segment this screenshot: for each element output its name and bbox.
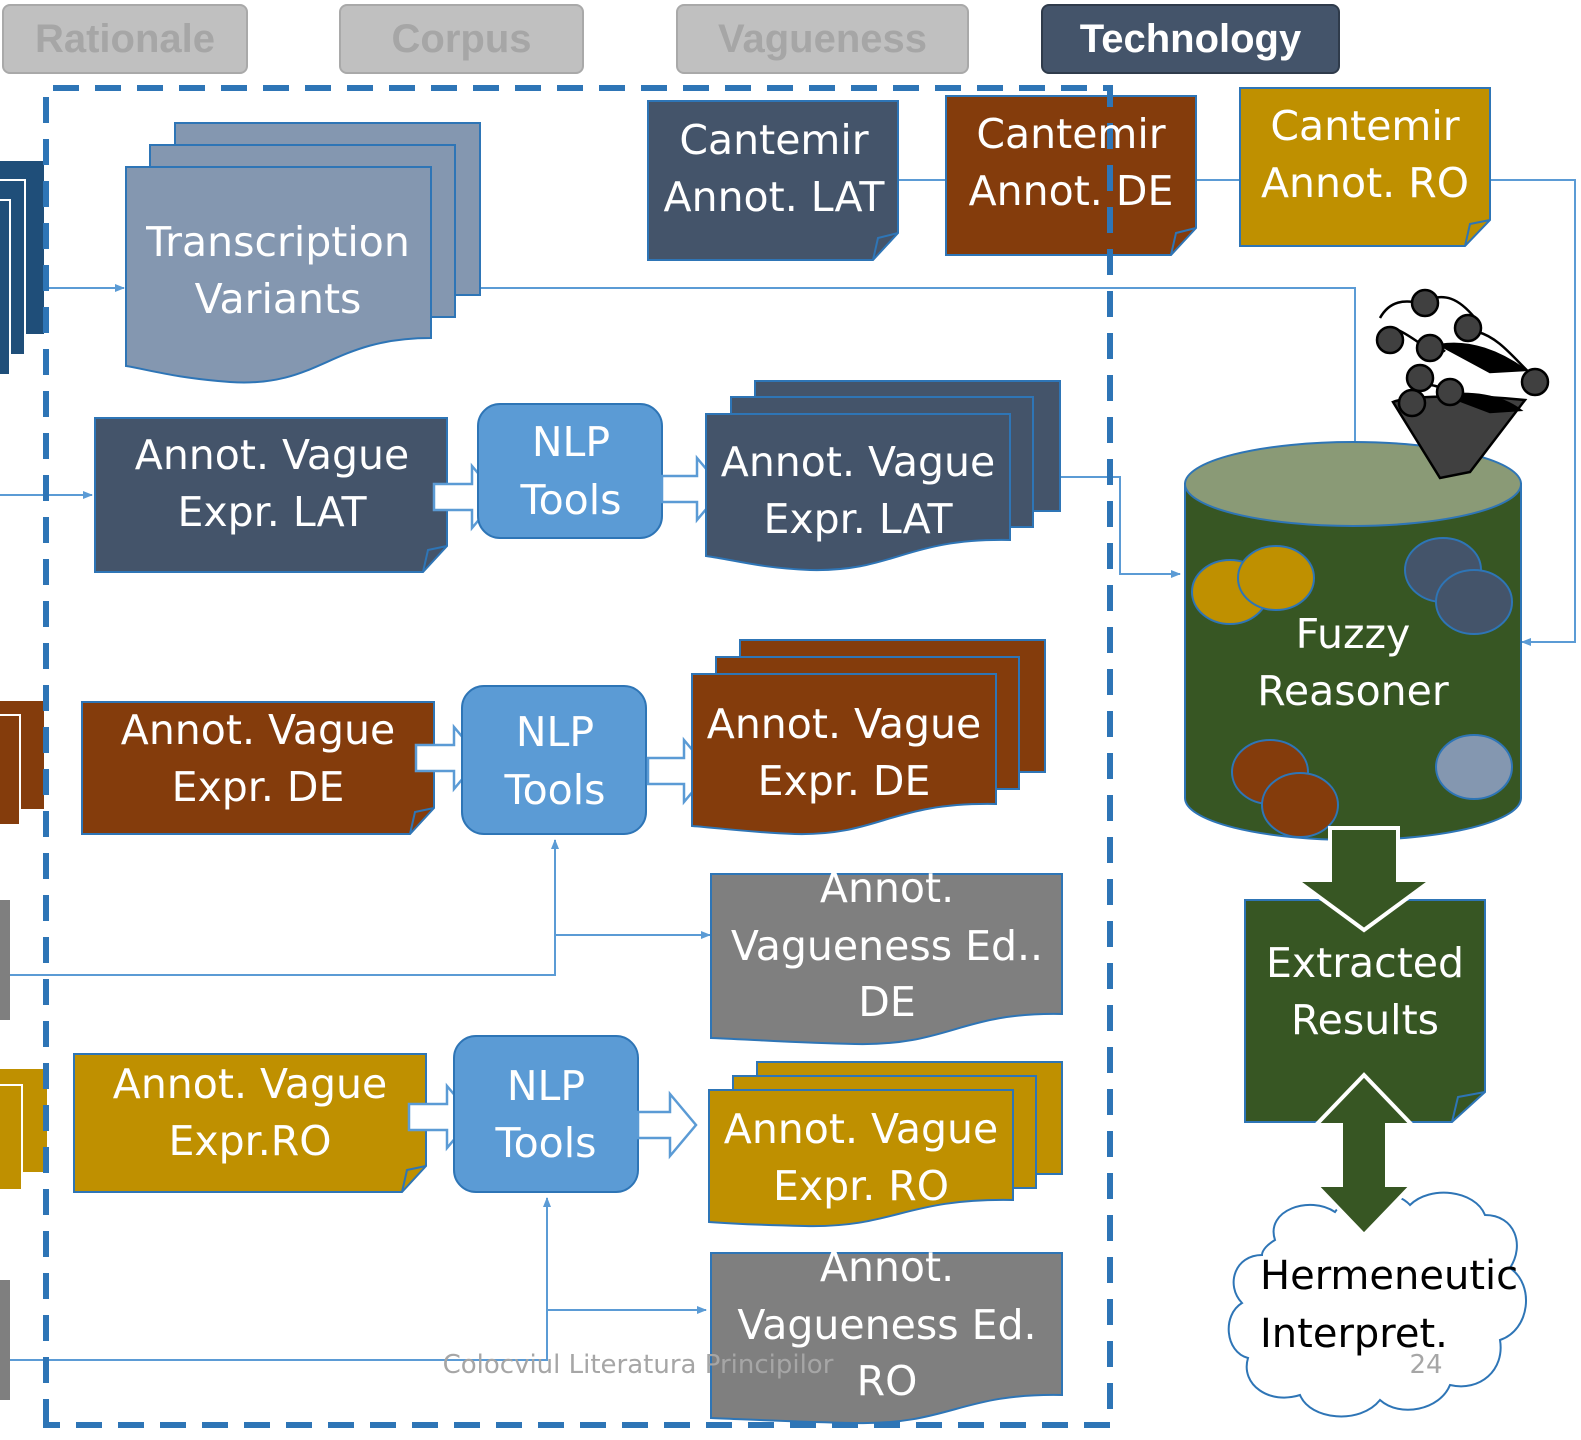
offscreen-gray-block-ro (0, 1280, 10, 1400)
vagueness-ed-de-label-2: Vagueness Ed.. (731, 922, 1043, 970)
offscreen-source-stack-brown (0, 699, 46, 826)
annot-lat-out-label-2: Expr. LAT (763, 495, 953, 543)
cantemir-de-label-1: Cantemir (976, 110, 1165, 158)
hermeneutic-cloud (1227, 1191, 1527, 1418)
annot-de-out-label-2: Expr. DE (758, 757, 931, 805)
annot-vague-de-output-stack (691, 639, 1046, 836)
annot-vague-lat-input-note (94, 417, 448, 573)
nlp-lat-label-2: Tools (520, 476, 622, 524)
connector-de-editor-to-nlp (10, 839, 559, 976)
annot-vague-ro-input-note (73, 1053, 427, 1193)
fuzzy-reasoner-label-1: Fuzzy (1296, 610, 1411, 658)
fuzzy-set-circles (1191, 537, 1513, 838)
nlp-de-label-1: NLP (516, 708, 594, 756)
connector-lat-output-to-reasoner (1060, 476, 1181, 578)
nlp-tools-de-box[interactable] (461, 685, 647, 835)
tab-vagueness[interactable]: Vagueness (676, 4, 969, 74)
annot-ro-in-label-1: Annot. Vague (113, 1060, 387, 1108)
nlp-ro-label-2: Tools (495, 1119, 597, 1167)
cantemir-ro-label-2: Annot. RO (1261, 159, 1469, 207)
vagueness-ed-ro-label-3: RO (857, 1357, 918, 1405)
connector-ro-editor-to-nlp (10, 1197, 551, 1361)
vagueness-ed-ro-label-2: Vagueness Ed. (737, 1301, 1036, 1349)
footer-text: Colocviul Literatura Principilor (443, 1350, 834, 1380)
cantemir-lat-label-2: Annot. LAT (664, 173, 886, 221)
nlp-ro-label-1: NLP (507, 1062, 585, 1110)
annot-vague-ro-output-stack (708, 1061, 1063, 1228)
hermeneutic-label-2: Interpret. (1260, 1311, 1448, 1357)
annot-lat-in-label-2: Expr. LAT (177, 488, 367, 536)
vagueness-ed-de-label-3: DE (858, 978, 915, 1026)
annot-vague-lat-output-stack (705, 380, 1061, 572)
annot-de-in-label-1: Annot. Vague (121, 706, 395, 754)
vagueness-ed-ro-label-1: Annot. (820, 1243, 954, 1291)
tab-rationale[interactable]: Rationale (2, 4, 248, 74)
vagueness-ed-de-label-1: Annot. (820, 864, 954, 912)
down-arrow-reasoner-to-results (1289, 826, 1439, 933)
tab-corpus[interactable]: Corpus (339, 4, 584, 74)
vagueness-editor-de-doc (710, 873, 1063, 1046)
reasoner-funnel-icon (1375, 288, 1550, 480)
nlp-tools-ro-box[interactable] (453, 1035, 639, 1193)
annot-ro-out-label-1: Annot. Vague (724, 1105, 998, 1153)
transcription-label-1: Transcription (145, 218, 410, 266)
cantemir-lat-label-1: Cantemir (679, 116, 868, 164)
annot-ro-out-label-2: Expr. RO (773, 1162, 949, 1210)
annot-de-in-label-2: Expr. DE (172, 763, 345, 811)
annot-lat-in-label-1: Annot. Vague (135, 431, 409, 479)
connector-transcription-to-reasoner (478, 287, 1359, 475)
annot-de-out-label-1: Annot. Vague (707, 700, 981, 748)
offscreen-gray-block-de (0, 900, 10, 1020)
vagueness-editor-ro-doc (710, 1252, 1063, 1425)
annot-lat-out-label-1: Annot. Vague (721, 438, 995, 486)
extracted-results-note (1244, 899, 1486, 1123)
technology-boundary-dashed (43, 85, 1113, 1428)
offscreen-source-stack-gold (0, 1067, 49, 1191)
nlp-tools-lat-box[interactable] (477, 403, 663, 539)
cantemir-annot-de-note (945, 95, 1197, 256)
extracted-results-label-1: Extracted (1266, 939, 1464, 987)
extracted-results-label-2: Results (1291, 996, 1439, 1044)
nlp-de-label-2: Tools (504, 766, 606, 814)
annot-vague-de-input-note (81, 701, 435, 835)
double-arrow-results-hermeneutic (1311, 1072, 1417, 1238)
offscreen-source-stack-navy (0, 159, 46, 376)
tab-technology[interactable]: Technology (1041, 4, 1340, 74)
page-number: 24 (1409, 1350, 1442, 1380)
annot-ro-in-label-2: Expr.RO (168, 1117, 331, 1165)
block-arrow-ro-out (636, 1090, 698, 1160)
fuzzy-reasoner-label-2: Reasoner (1257, 667, 1449, 715)
transcription-variants-stack (125, 122, 481, 384)
cantemir-ro-label-1: Cantemir (1270, 102, 1459, 150)
cantemir-annot-lat-note (647, 100, 899, 261)
transcription-label-2: Variants (195, 275, 362, 323)
nlp-lat-label-1: NLP (532, 418, 610, 466)
cantemir-de-label-2: Annot. DE (969, 167, 1174, 215)
hermeneutic-label-1: Hermeneutic (1260, 1253, 1518, 1299)
cantemir-annot-ro-note (1239, 87, 1491, 247)
connector-cantemir-ro-to-reasoner (1489, 179, 1576, 646)
